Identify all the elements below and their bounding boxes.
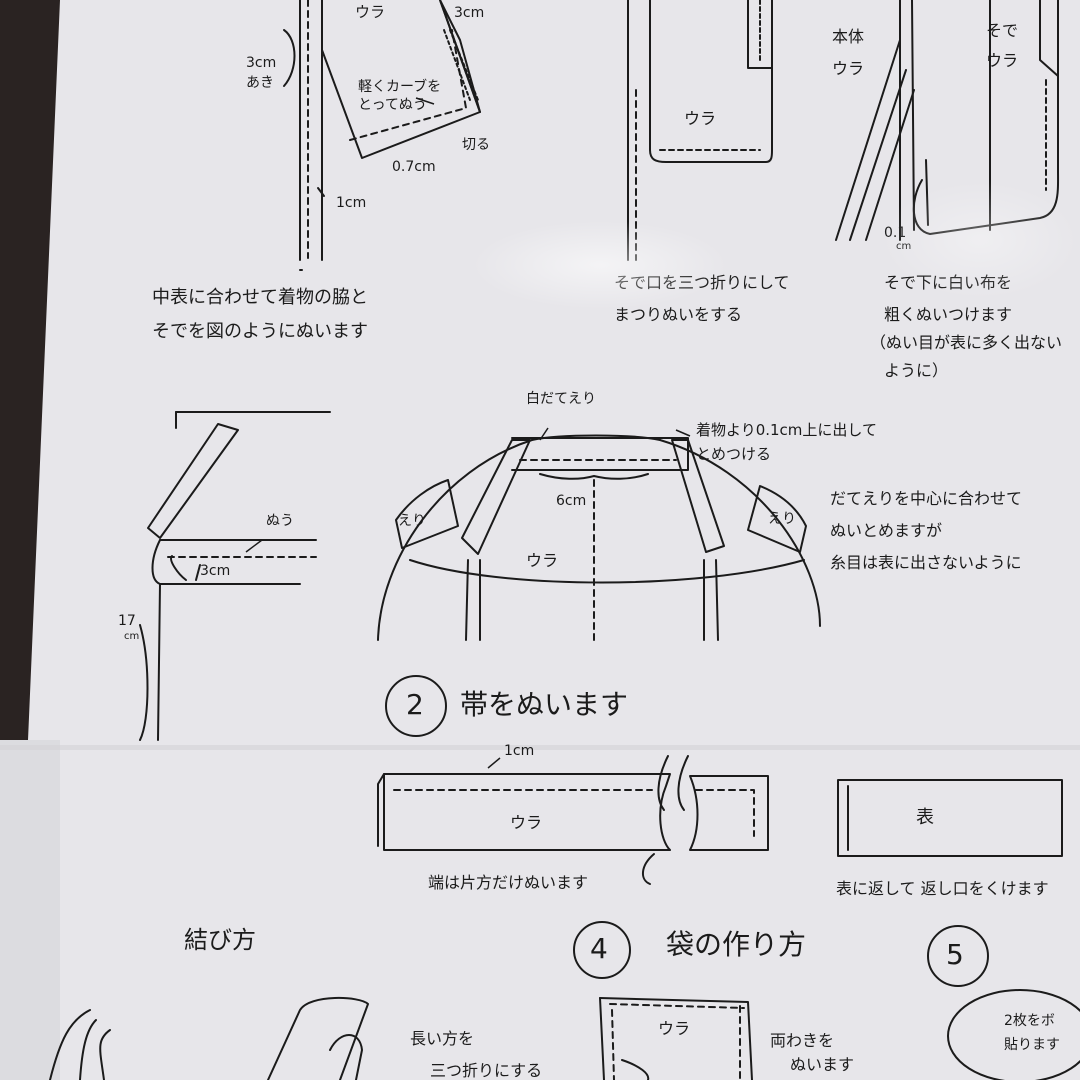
label-1cm-obi: 1cm [504,743,535,759]
label-3cm-top: 3cm [454,5,485,21]
label-ura-collar: ウラ [526,551,559,570]
section-2-number: 2 [406,688,424,721]
section-5-note-line1: 2枚をボ [1004,1013,1055,1029]
label-ura-obi: ウラ [510,813,543,832]
section-4-number: 4 [590,932,608,965]
label-ura-c-right: ウラ [986,51,1019,70]
label-above-2: とめつける [696,445,772,463]
collar-note-line1: だてえりを中心に合わせて [830,489,1023,508]
label-hontai: 本体 [832,27,865,46]
label-above: 着物より0.1cm上に出して [696,421,877,439]
label-ura-a: ウラ [355,3,386,21]
label-eri-left: えり [398,513,426,529]
collar-note-line3: 糸目は表に出さないように [830,553,1022,572]
label-07cm: 0.7cm [392,159,436,175]
label-nuu: ぬう [266,513,294,529]
section-3-note-line1: 長い方を [410,1029,475,1048]
section-3-note-line2: 三つ折りにする [430,1061,543,1080]
caption-c-line3: （ぬい目が表に多く出ない [870,333,1063,352]
caption-a-line2: そでを図のようにぬいます [152,321,368,342]
label-ura-bag: ウラ [658,1019,691,1038]
label-cut: 切る [462,137,490,153]
label-omote: 表 [916,807,934,828]
label-01cm-b: cm [896,241,912,252]
label-3cm-left: 3cm [246,55,277,71]
label-aki: あき [246,75,274,91]
section-2-title: 帯をぬいます [460,688,629,721]
caption-b-line1: そで口を三つ折りにして [614,273,790,292]
section-4-title: 袋の作り方 [666,928,807,961]
label-17cm-a: 17 [118,613,136,629]
label-white-collar: 白だてえり [526,391,596,407]
section-2-caption-right: 表に返して 返し口をくけます [836,879,1049,898]
caption-c-line2: 粗くぬいつけます [884,305,1013,324]
section-2-caption-left: 端は片方だけぬいます [428,873,589,892]
caption-c-line1: そで下に白い布を [884,273,1013,292]
section-4-note-line2: ぬいます [790,1055,855,1074]
label-1cm-a: 1cm [336,195,367,211]
section-3-title: 結び方 [184,926,256,954]
label-01cm-a: 0.1 [884,225,907,241]
label-curve-1: 軽くカーブを [358,79,442,95]
section-4-note-line1: 両わきを [770,1031,835,1050]
label-17cm-b: cm [124,631,140,642]
label-eri-right: えり [768,511,796,527]
collar-note-line2: ぬいとめますが [830,521,943,540]
caption-a-line1: 中表に合わせて着物の脇と [152,287,368,308]
caption-c-line4: ように） [884,361,949,380]
label-ura-c-left: ウラ [832,59,865,78]
label-ura-b: ウラ [684,109,717,128]
label-3cm-collar: 3cm [200,563,231,579]
label-6cm: 6cm [556,493,587,509]
caption-b-line2: まつりぬいをする [614,305,743,324]
label-curve-2: とってぬう [358,97,427,113]
label-sode: そで [986,21,1019,40]
section-5-number: 5 [946,938,964,971]
section-5-note-line2: 貼ります [1004,1037,1060,1053]
